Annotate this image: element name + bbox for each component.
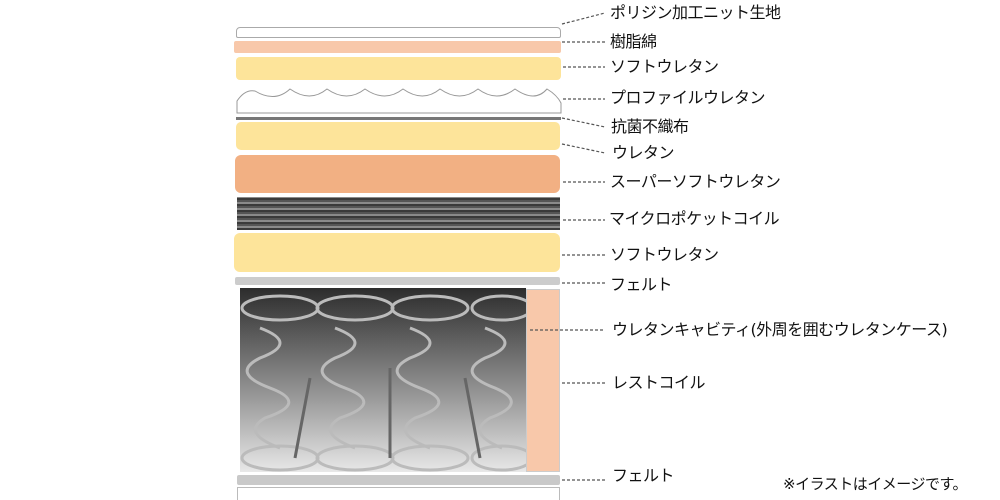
- label-urethane: ウレタン: [612, 143, 675, 162]
- leader-line: [561, 117, 606, 128]
- label-knit-fabric: ポリジン加工ニット生地: [610, 3, 781, 22]
- layer-micro-pocket-coil: [237, 197, 560, 230]
- layer-felt-top: [235, 277, 560, 285]
- label-profile-urethane: プロファイルウレタン: [610, 88, 766, 107]
- label-rest-coil: レストコイル: [612, 373, 706, 392]
- layer-knit-fabric: [236, 27, 561, 38]
- label-soft-urethane-bottom: ソフトウレタン: [610, 245, 719, 264]
- coil-spring-illustration: [240, 294, 534, 472]
- layer-felt-bottom: [237, 475, 560, 485]
- label-antibacterial-nonwoven: 抗菌不織布: [611, 117, 689, 136]
- leader-line: [561, 12, 606, 25]
- label-felt-bottom: フェルト: [612, 466, 675, 485]
- layer-super-soft-urethane: [235, 155, 560, 193]
- layer-rest-coil: [240, 288, 534, 472]
- illustration-note: ※イラストはイメージです。: [783, 475, 967, 493]
- label-resin-cotton: 樹脂綿: [610, 32, 657, 51]
- label-micro-pocket-coil: マイクロポケットコイル: [609, 209, 780, 228]
- label-urethane-cavity: ウレタンキャビティ(外周を囲むウレタンケース): [612, 320, 948, 339]
- leader-line: [561, 143, 606, 154]
- layer-antibacterial-nonwoven: [236, 117, 561, 120]
- label-super-soft-urethane: スーパーソフトウレタン: [610, 172, 781, 191]
- layer-base: [237, 487, 560, 500]
- label-soft-urethane-top: ソフトウレタン: [610, 57, 719, 76]
- layer-urethane: [236, 122, 560, 150]
- layer-profile-urethane: [236, 88, 562, 114]
- layer-urethane-cavity: [526, 289, 560, 472]
- layer-soft-urethane-bottom: [234, 233, 560, 272]
- label-felt-top: フェルト: [610, 275, 673, 294]
- layer-resin-cotton: [234, 41, 561, 53]
- layer-soft-urethane-top: [236, 57, 561, 80]
